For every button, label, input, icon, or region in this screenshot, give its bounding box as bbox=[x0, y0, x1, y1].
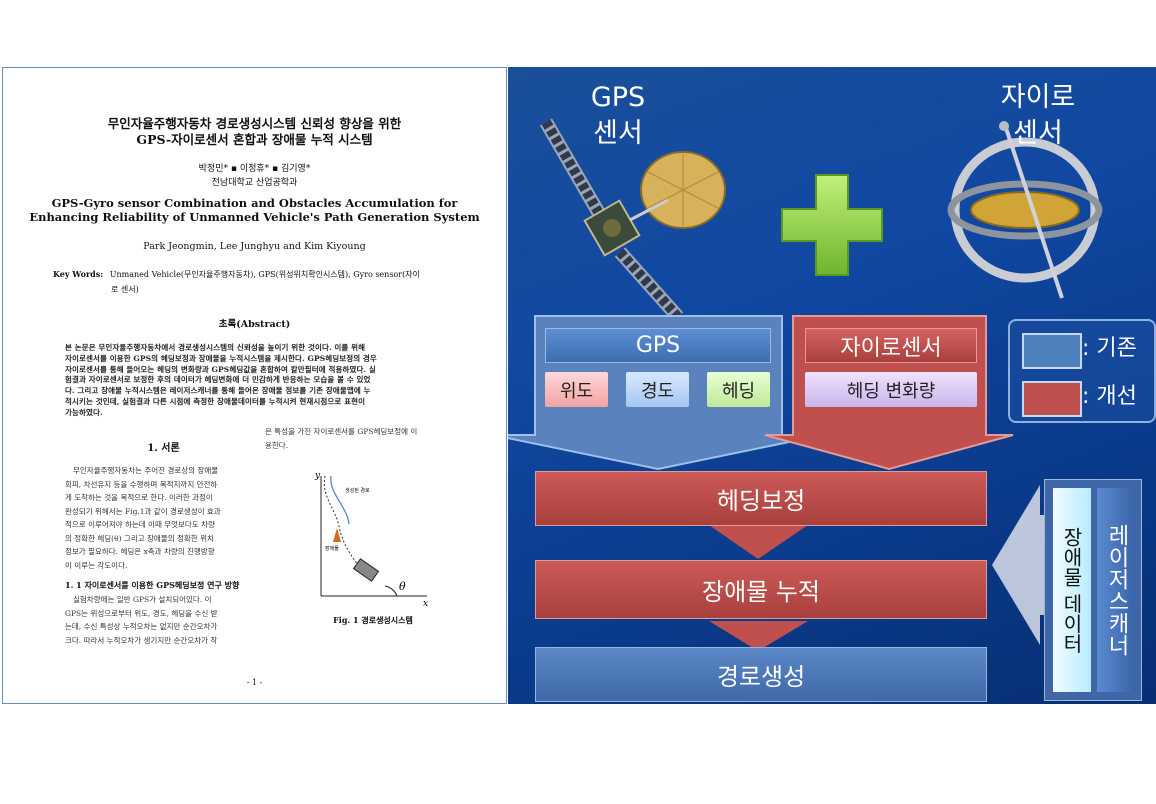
fig-theta-label: θ bbox=[399, 580, 406, 593]
paper-page: 무인자율주행자동차 경로생성시스템 신뢰성 향상을 위한 GPS-자이로센서 혼… bbox=[2, 67, 507, 704]
gps-sensor-label-line1: GPS bbox=[590, 82, 646, 113]
gyro-chip-heading-change: 헤딩 변화량 bbox=[805, 372, 977, 407]
stage-path-generation: 경로생성 bbox=[535, 647, 987, 702]
stage-obstacle-accumulation: 장애물 누적 bbox=[535, 560, 987, 619]
abstract-line: 적시키는 것인데, 실험결과 다른 시점에 측정한 장애물데이터를 누적시켜 현… bbox=[65, 396, 366, 406]
legend: : 기존 : 개선 bbox=[1008, 319, 1156, 423]
col2-paragraph: 은 특성을 가진 자이로센서를 GPS헤딩보정에 이 용한다. bbox=[265, 425, 465, 452]
abstract-line: 자이로센서를 이용한 GPS의 헤딩보정과 장애물을 누적시스템을 제시한다. … bbox=[65, 353, 377, 363]
gyro-sensor-label-line2: 센서 bbox=[1013, 118, 1063, 149]
dish-arm bbox=[629, 198, 669, 222]
subsection-line: GPS는 위성으로부터 위도, 경도, 헤딩을 수신 받 bbox=[65, 608, 218, 618]
abstract-line: 본 논문은 무인자율주행자동차에서 경로생성시스템의 신뢰성을 높이기 위한 것… bbox=[65, 343, 366, 352]
laser-scanner-label: 레이저스캐너 bbox=[1097, 488, 1135, 692]
gyro-top-knob bbox=[999, 121, 1009, 131]
left-arrow-laser bbox=[992, 485, 1048, 645]
satellite-icon bbox=[539, 118, 726, 322]
solar-panel-upper-cells bbox=[541, 119, 609, 225]
gyro-sensor-label: 자이로 센서 bbox=[988, 80, 1088, 152]
gps-chip-heading: 헤딩 bbox=[707, 372, 770, 407]
paper-affiliation-ko: 전남대학교 산업공학과 bbox=[211, 178, 298, 188]
fig-path-label: 생성된 경로 bbox=[345, 487, 370, 494]
fig-angle-arc bbox=[384, 585, 398, 597]
dish-ribs bbox=[647, 154, 719, 226]
paper-keywords: Key Words: Unmaned Vehicle(무인자율주행자동차), G… bbox=[53, 269, 473, 295]
figure-caption: Fig. 1 경로생성시스템 bbox=[333, 615, 413, 625]
intro-line: 정보가 필요하다. 헤딩은 x축과 차량의 진행방향 bbox=[65, 547, 215, 556]
plus-shape bbox=[781, 174, 883, 276]
gyro-header: 자이로센서 bbox=[805, 328, 977, 363]
figure-path-generation: y x θ 생성된 경로 장애물 bbox=[314, 471, 428, 608]
subsection-line: 실험차량에는 일반 GPS가 설치되어있다. 이 bbox=[73, 595, 212, 604]
subsection-line: 크다. 따라서 누적오차가 생기지만 순간오차가 작 bbox=[65, 635, 218, 645]
legend-swatch-existing bbox=[1022, 333, 1082, 369]
section-heading-intro: 1. 서론 bbox=[147, 443, 180, 454]
fig-path-line bbox=[330, 475, 350, 525]
fig-vehicle bbox=[352, 558, 380, 582]
fig-y-label: y bbox=[314, 471, 321, 481]
fig-x-label: x bbox=[423, 599, 428, 608]
system-diagram: GPS 센서 자이로 센서 GPS 위도 경도 헤딩 자이로센서 bbox=[508, 67, 1156, 704]
intro-line: 의 정확한 헤딩(θ) 그리고 장애물의 정확한 위치 bbox=[65, 533, 214, 543]
intro-paragraph: 무인자율주행자동차는 주어진 경로상의 장애물 회피, 차선유지 등을 수행하며… bbox=[65, 464, 262, 572]
legend-label-improved: : 개선 bbox=[1082, 384, 1137, 409]
fig-generated-path bbox=[323, 475, 372, 579]
gyroscope-icon bbox=[947, 121, 1103, 299]
satellite-core bbox=[603, 219, 621, 237]
abstract-line: 가능하였다. bbox=[65, 407, 103, 417]
intro-line: 이 이루는 각도이다. bbox=[65, 560, 128, 570]
intro-line: 회피, 차선유지 등을 수행하며 목적지까지 안전하 bbox=[65, 479, 218, 489]
subsection-heading: 1. 1 자이로센서를 이용한 GPS헤딩보정 연구 방향 bbox=[65, 580, 240, 590]
gps-chip-latitude: 위도 bbox=[545, 372, 608, 407]
stage-heading-correction: 헤딩보정 bbox=[535, 471, 987, 526]
gyro-sensor-label-line1: 자이로 bbox=[1000, 82, 1076, 113]
laser-scanner-block: 장애물 데이터 레이저스캐너 bbox=[1044, 479, 1142, 701]
gps-header: GPS bbox=[545, 328, 771, 363]
gps-sensor-label: GPS 센서 bbox=[570, 80, 666, 152]
abstract-heading: 초록(Abstract) bbox=[218, 319, 291, 330]
down-arrow-2 bbox=[709, 621, 808, 651]
paper-authors-ko: 박정민* ▪ 이정휴* ▪ 김기영* bbox=[198, 164, 311, 174]
keywords-label: Key Words: bbox=[53, 269, 104, 279]
keywords-line2: 로 센서) bbox=[111, 285, 139, 294]
paper-title-ko-line1: 무인자율주행자동차 경로생성시스템 신뢰성 향상을 위한 bbox=[107, 116, 402, 131]
gps-sensor-label-line2: 센서 bbox=[593, 118, 643, 149]
legend-label-existing: : 기존 bbox=[1082, 336, 1137, 361]
paper-title-en-line1: GPS-Gyro sensor Combination and Obstacle… bbox=[51, 196, 458, 210]
down-arrow-1 bbox=[709, 525, 808, 559]
col2-line: 은 특성을 가진 자이로센서를 GPS헤딩보정에 이 bbox=[265, 427, 418, 436]
paper-title-en-line2: Enhancing Reliability of Unmanned Vehicl… bbox=[29, 210, 480, 224]
intro-line: 완성되기 위해서는 Fig.1과 같이 경로생성이 효과 bbox=[65, 506, 221, 516]
abstract-body: 본 논문은 무인자율주행자동차에서 경로생성시스템의 신뢰성을 높이기 위한 것… bbox=[65, 343, 457, 419]
abstract-line: 다. 그리고 장애물 누적시스템은 레이저스캐너를 통해 들어온 장애물 정보를… bbox=[65, 386, 371, 396]
paper-title-ko-line2: GPS-자이로센서 혼합과 장애물 누적 시스템 bbox=[136, 132, 373, 147]
gyro-axis bbox=[1002, 121, 1064, 299]
legend-swatch-improved bbox=[1022, 381, 1082, 417]
gyro-outer-ring bbox=[950, 137, 1100, 283]
col2-line: 용한다. bbox=[265, 440, 289, 450]
intro-line: 게 도착하는 것을 목적으로 한다. 이러한 과정이 bbox=[65, 493, 213, 502]
solar-panel-lower-cells bbox=[616, 248, 682, 321]
fig-obstacle-label: 장애물 bbox=[325, 545, 339, 552]
gps-chip-longitude: 경도 bbox=[626, 372, 689, 407]
subsection-paragraph: 실험차량에는 일반 GPS가 설치되어있다. 이 GPS는 위성으로부터 위도,… bbox=[65, 593, 262, 647]
intro-line: 무인자율주행자동차는 주어진 경로상의 장애물 bbox=[73, 466, 219, 475]
obstacle-data-label: 장애물 데이터 bbox=[1053, 488, 1091, 692]
abstract-line: 자이로센서를 통해 들어오는 헤딩의 변화량과 GPS헤딩값을 혼합하여 칼만필… bbox=[65, 364, 376, 374]
subsection-line: 는데, 수신 특성상 누적오차는 없지만 순간오차가 bbox=[65, 622, 218, 631]
paper-authors-en: Park Jeongmin, Lee Junghyu and Kim Kiyou… bbox=[143, 241, 366, 252]
abstract-line: 험결과 자이로센서로 보정한 후의 데이터가 헤딩변화에 더 민감하게 반응하는… bbox=[65, 375, 371, 385]
page-number: - 1 - bbox=[246, 678, 263, 687]
plus-icon bbox=[781, 174, 883, 276]
fig-obstacle-cone bbox=[333, 528, 341, 542]
keywords-line1: Unmaned Vehicle(무인자율주행자동차), GPS(위성위치확인시스… bbox=[109, 270, 420, 279]
intro-line: 적으로 이루어져야 하는데 이때 무엇보다도 차량 bbox=[65, 520, 215, 529]
